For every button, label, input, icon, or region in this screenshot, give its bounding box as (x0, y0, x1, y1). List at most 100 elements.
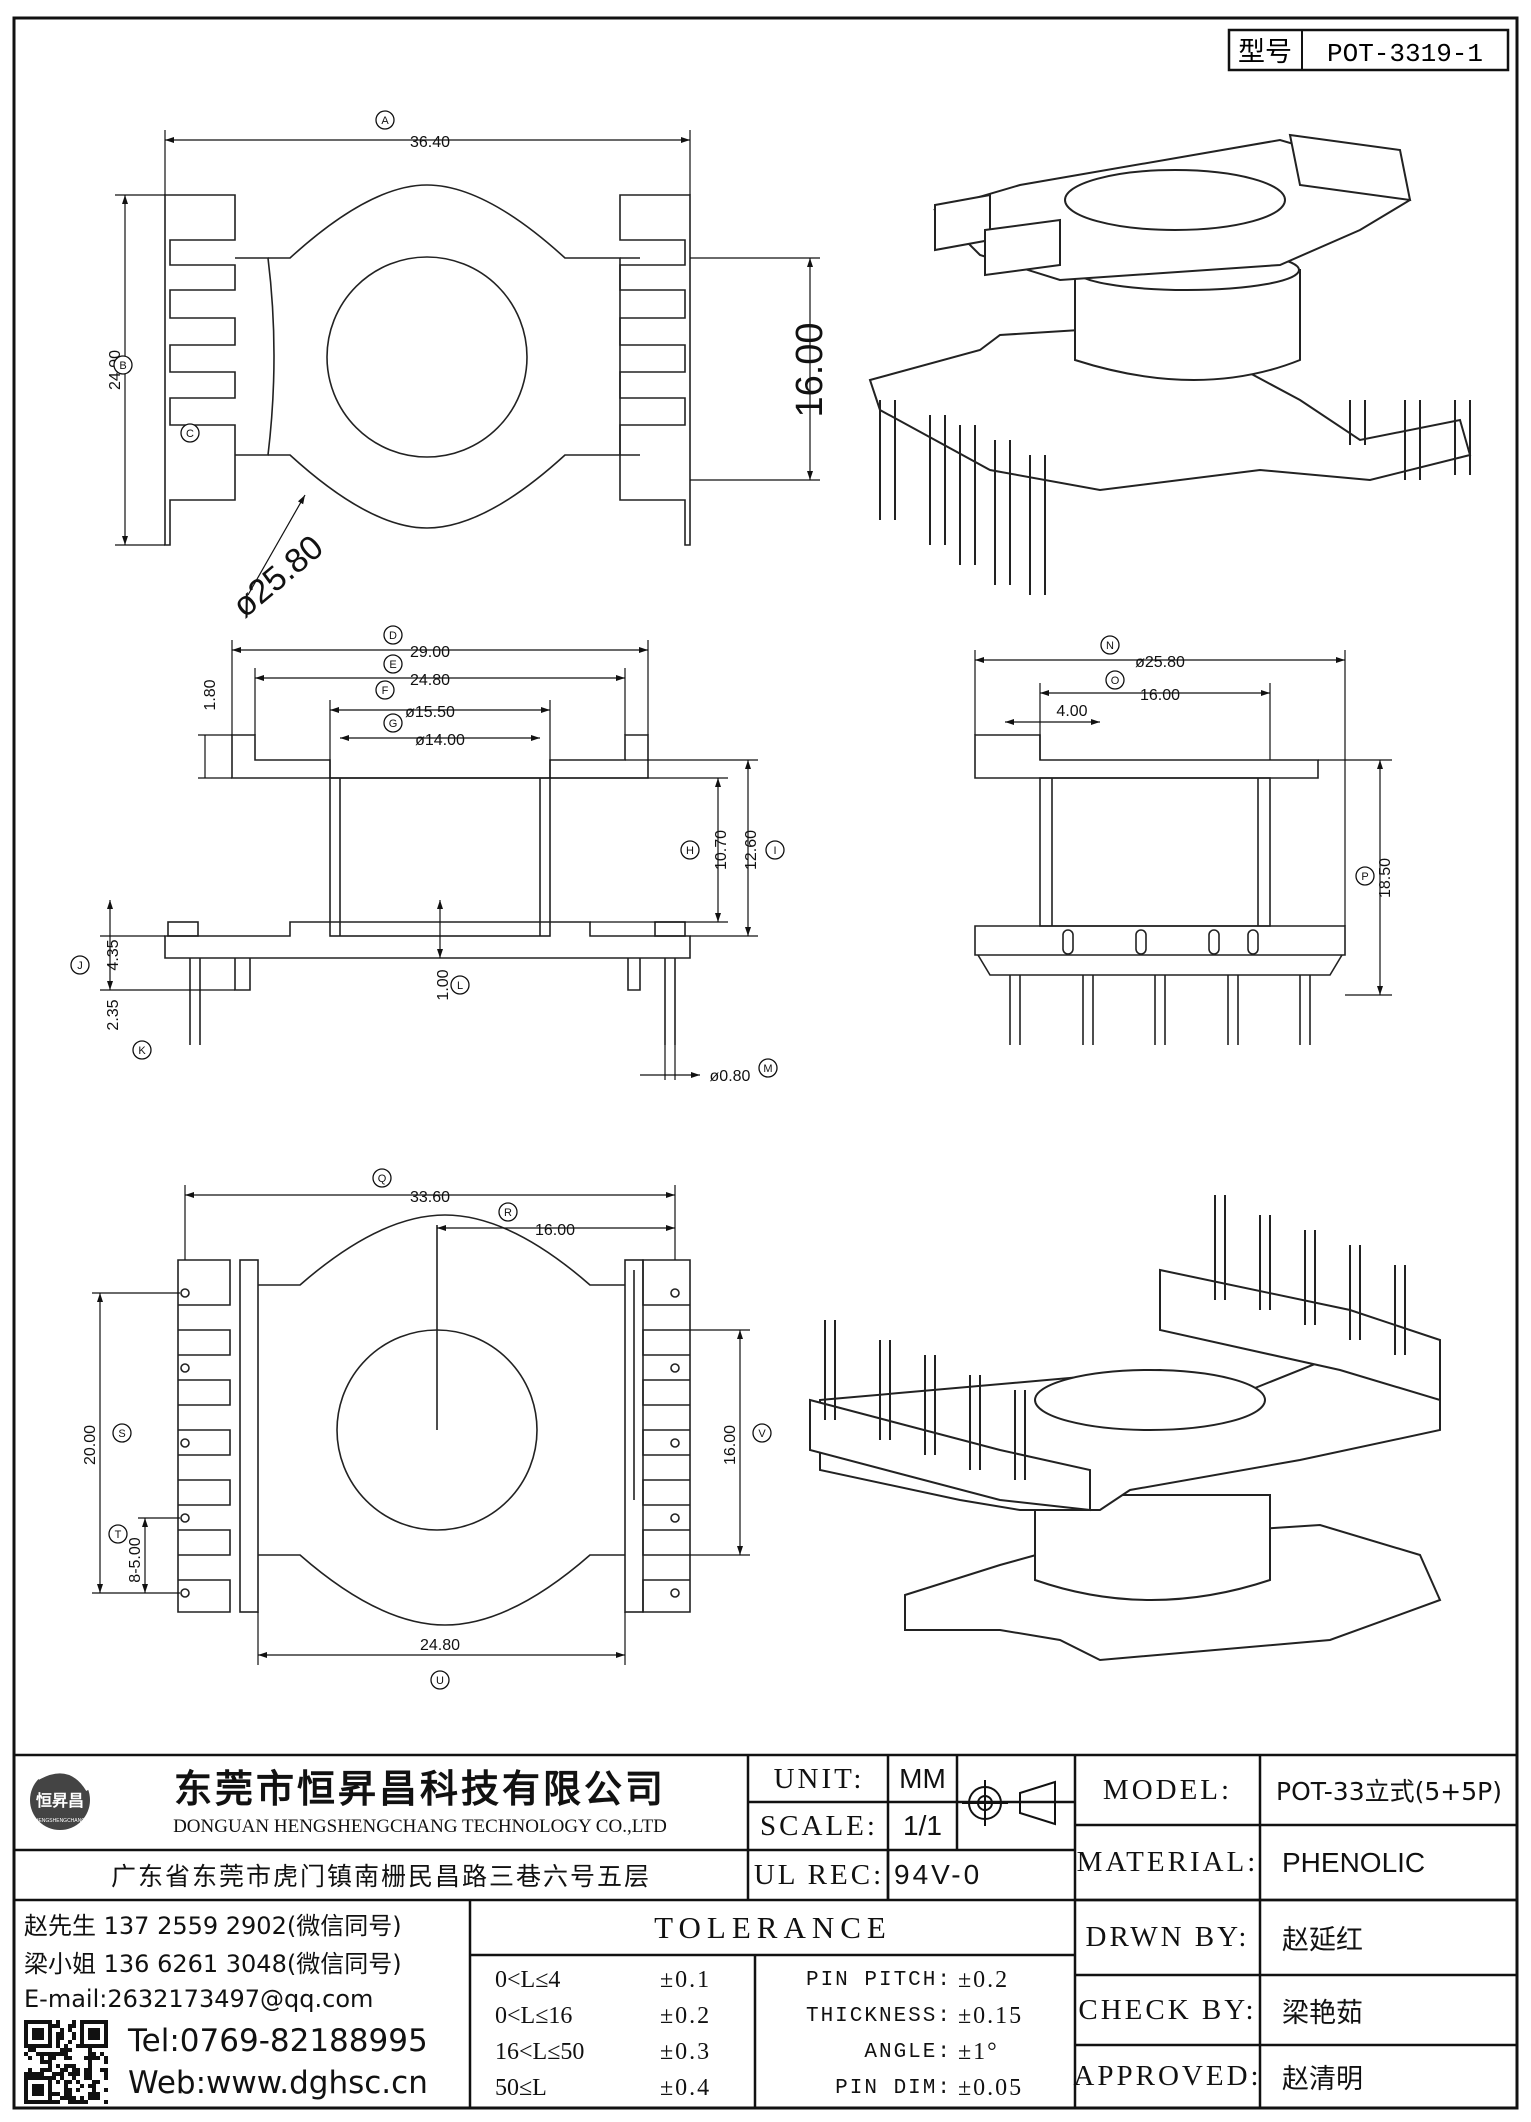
unit-label: UNIT: (773, 1762, 865, 1795)
svg-text:M: M (763, 1063, 772, 1075)
model-value: POT-33立式(5+5P) (1276, 1777, 1502, 1806)
pin-tolerance-label: THICKNESS: (805, 2004, 952, 2028)
contact-email: E-mail:2632173497@qq.com (24, 1985, 374, 2013)
callout-f: F (375, 680, 395, 700)
contact-tel: Tel:0769-82188995 (128, 2023, 428, 2059)
scale-value: 1/1 (903, 1810, 942, 1841)
tolerance-value: ±0.1 (660, 1966, 712, 1993)
callout-s: S (112, 1423, 132, 1443)
callout-k: K (132, 1040, 152, 1060)
front-view-labels: 29.00 24.80 ø15.50 ø14.00 1.80 10.70 12.… (105, 644, 760, 1085)
svg-text:33.60: 33.60 (410, 1189, 450, 1206)
svg-text:G: G (389, 718, 398, 730)
svg-text:1.80: 1.80 (202, 679, 219, 710)
callout-g: G (383, 713, 403, 733)
svg-text:10.70: 10.70 (713, 830, 730, 870)
projection-symbol (962, 1780, 1056, 1826)
company-logo: 恒昇昌 HENGSHENGCHANG (30, 1769, 90, 1830)
svg-text:20.00: 20.00 (82, 1425, 99, 1465)
svg-text:4.00: 4.00 (1056, 703, 1087, 720)
scale-label: SCALE: (760, 1809, 878, 1842)
svg-text:S: S (118, 1428, 125, 1440)
pin-tolerance-value: ±0.05 (958, 2074, 1024, 2101)
callout-t: T (108, 1524, 128, 1544)
tolerance-title: TOLERANCE (654, 1910, 892, 1945)
contact-2: 梁小姐 136 6261 3048(微信同号) (24, 1949, 402, 1978)
contact-web: Web:www.dghsc.cn (128, 2065, 428, 2101)
svg-text:U: U (436, 1675, 444, 1687)
svg-text:恒昇昌: 恒昇昌 (36, 1791, 84, 1810)
part-number-box: 型号 POT-3319-1 (1227, 28, 1510, 72)
ul-rec-value: 94V-0 (894, 1859, 983, 1890)
svg-text:J: J (77, 960, 83, 972)
tolerance-range: 50≤L (495, 2074, 547, 2101)
svg-text:Q: Q (378, 1173, 387, 1185)
isometric-view-lower (809, 1195, 1442, 1662)
pin-tolerance-value: ±1° (958, 2038, 999, 2065)
pin-tolerance-value: ±0.2 (958, 1966, 1010, 1993)
svg-text:HENGSHENGCHANG: HENGSHENGCHANG (35, 1818, 85, 1824)
tolerance-range: 16<L≤50 (495, 2038, 585, 2065)
svg-text:24.80: 24.80 (420, 1637, 460, 1654)
svg-text:4.35: 4.35 (105, 939, 122, 970)
svg-text:12.60: 12.60 (743, 830, 760, 870)
svg-text:16.00: 16.00 (789, 322, 831, 417)
svg-text:ø14.00: ø14.00 (415, 732, 465, 749)
front-view-dimensions (100, 640, 758, 1080)
svg-text:ø25.80: ø25.80 (1135, 654, 1185, 671)
approved-value: 赵清明 (1282, 2063, 1363, 2095)
material-value: PHENOLIC (1282, 1846, 1426, 1878)
callout-d: D (383, 625, 403, 645)
type-label: 型号 (1238, 37, 1292, 68)
callout-a: A (375, 110, 395, 130)
svg-text:D: D (389, 630, 397, 642)
svg-text:K: K (138, 1045, 146, 1057)
front-view (164, 734, 691, 1045)
svg-text:V: V (758, 1428, 766, 1440)
pin-tolerance-label: PIN PITCH: (805, 1968, 952, 1992)
svg-text:8-5.00: 8-5.00 (127, 1537, 144, 1582)
drawn-by-value: 赵延红 (1282, 1925, 1363, 1956)
svg-text:B: B (119, 360, 126, 372)
callout-c: C (180, 423, 200, 443)
svg-text:36.40: 36.40 (410, 134, 450, 151)
svg-text:F: F (382, 685, 389, 697)
part-number: POT-3319-1 (1327, 39, 1483, 69)
svg-text:H: H (686, 845, 694, 857)
top-view-labels: 36.40 24.90 16.00 ø25.80 (107, 134, 831, 625)
callout-l: L (450, 975, 470, 995)
pin-tolerance-value: ±0.15 (958, 2002, 1024, 2029)
outer-frame (12, 16, 1519, 2110)
approved-label: APPROVED: (1073, 2059, 1262, 2092)
svg-text:R: R (504, 1207, 512, 1219)
svg-text:T: T (115, 1529, 122, 1541)
svg-text:2.35: 2.35 (105, 999, 122, 1030)
isometric-view-upper (868, 133, 1472, 595)
company-address: 广东省东莞市虎门镇南栅民昌路三巷六号五层 (110, 1862, 651, 1891)
top-view (164, 184, 691, 546)
svg-text:1.00: 1.00 (435, 969, 452, 1000)
top-view-dimensions (115, 130, 820, 596)
tolerance-value: ±0.3 (660, 2038, 712, 2065)
pin-tolerance-label: ANGLE: (864, 2040, 952, 2064)
check-by-label: CHECK BY: (1078, 1993, 1257, 2026)
callout-n: N (1100, 635, 1120, 655)
check-by-value: 梁艳茹 (1282, 1997, 1363, 2029)
svg-text:E: E (389, 659, 396, 671)
svg-text:C: C (186, 428, 194, 440)
svg-text:P: P (1361, 871, 1368, 883)
tolerance-value: ±0.4 (660, 2074, 712, 2101)
svg-text:O: O (1111, 675, 1120, 687)
bottom-view-labels: 33.60 16.00 20.00 8-5.00 16.00 24.80 (82, 1189, 739, 1654)
tolerance-range: 0<L≤16 (495, 2002, 573, 2029)
callout-h: H (680, 840, 700, 860)
callout-m: M (758, 1058, 778, 1078)
company-name-en: DONGUAN HENGSHENGCHANG TECHNOLOGY CO.,LT… (173, 1816, 667, 1837)
material-label: MATERIAL: (1076, 1846, 1259, 1878)
callout-b: B (113, 355, 133, 375)
svg-text:ø15.50: ø15.50 (405, 704, 455, 721)
pin-tolerance-label: PIN DIM: (835, 2076, 952, 2100)
svg-text:16.00: 16.00 (535, 1222, 575, 1239)
callout-o: O (1105, 670, 1125, 690)
